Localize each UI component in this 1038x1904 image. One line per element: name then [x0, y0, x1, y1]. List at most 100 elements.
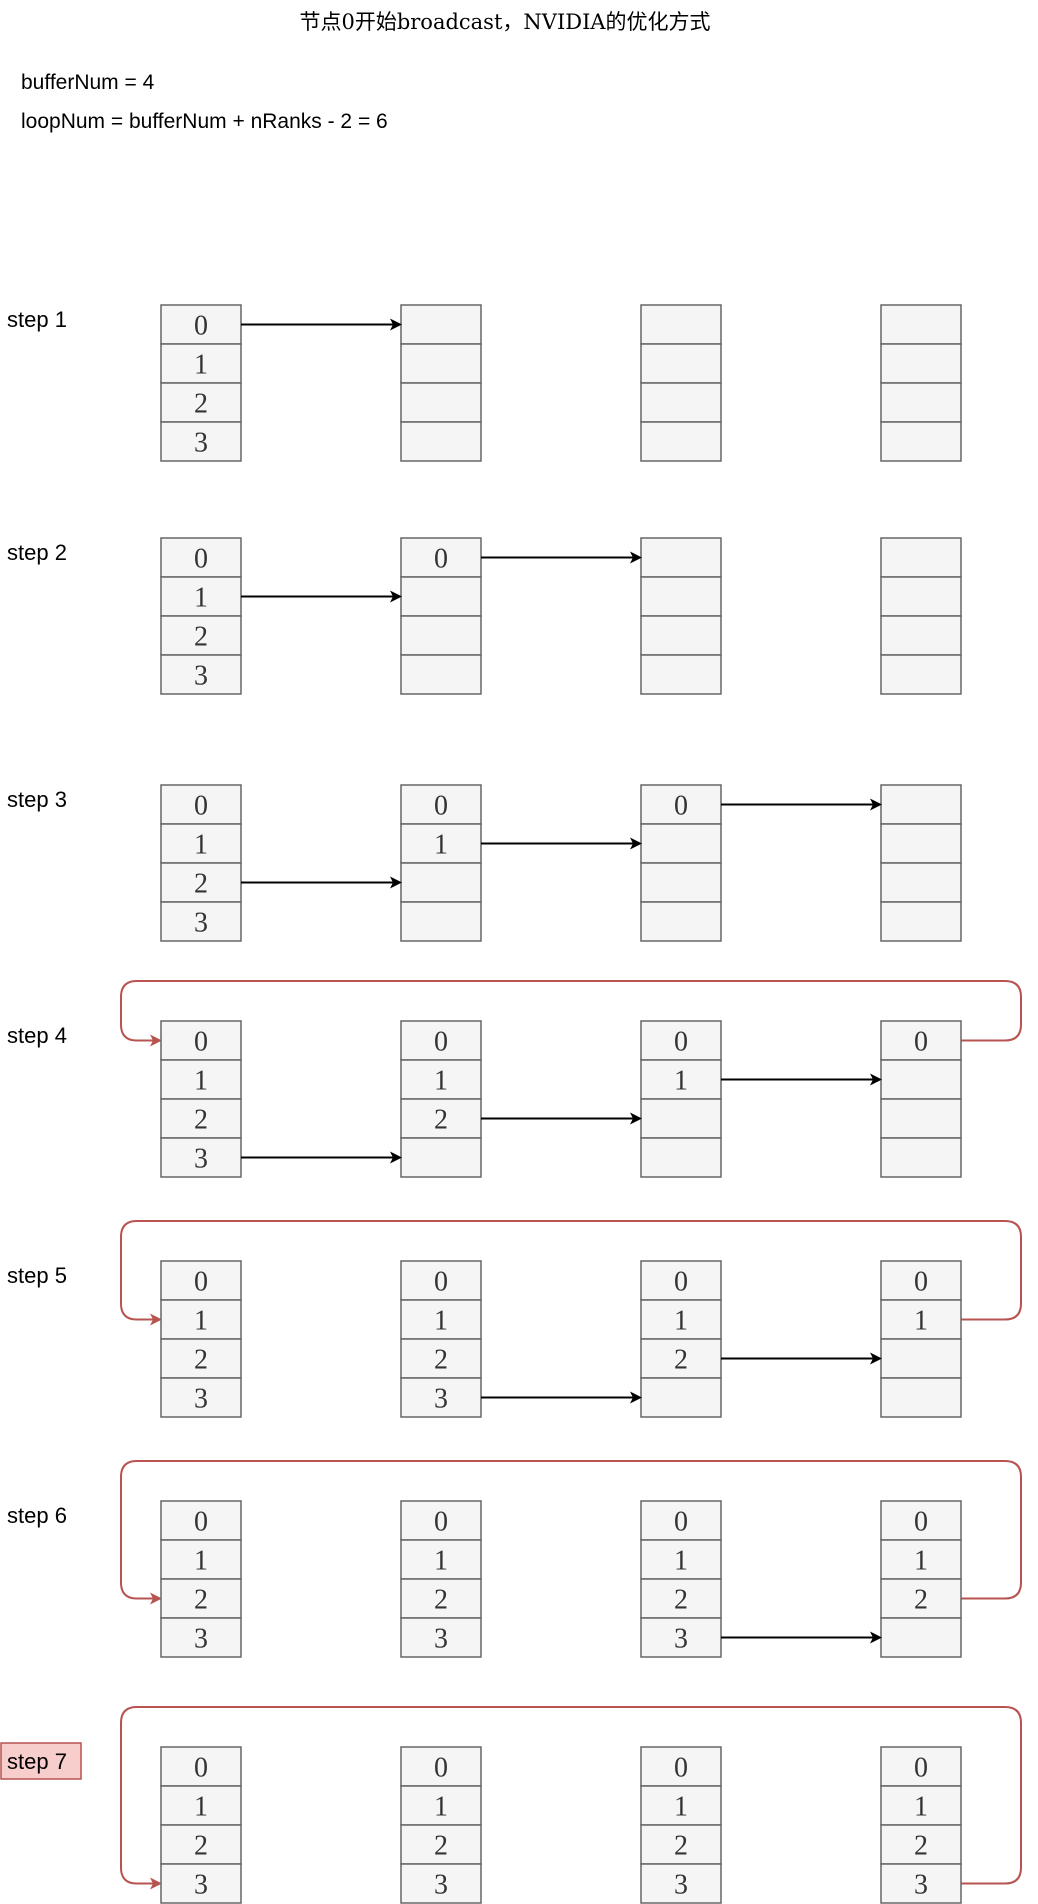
buffer-slot [400, 576, 482, 617]
buffer-slot [640, 421, 722, 462]
buffer-slot [880, 1338, 962, 1379]
slot-value: 2 [434, 1831, 448, 1862]
buffer-slot [640, 1539, 722, 1580]
rank-buffer: 0 [640, 784, 722, 942]
buffer-slot [880, 343, 962, 384]
slot-value: 2 [914, 1585, 928, 1616]
buffer-slot [400, 784, 482, 825]
buffer-slot [160, 304, 242, 345]
buffer-slot [640, 1260, 722, 1301]
buffer-slot [400, 823, 482, 864]
rank-buffer: 01 [880, 1260, 962, 1418]
buffer-slot [400, 304, 482, 345]
slot-value: 0 [434, 1753, 448, 1784]
slot-value: 0 [674, 1027, 688, 1058]
buffer-slot [880, 1539, 962, 1580]
buffer-slot [880, 1617, 962, 1658]
slot-value: 0 [194, 311, 208, 342]
buffer-slot [160, 901, 242, 942]
buffer-slot [880, 1785, 962, 1826]
slot-value: 2 [194, 1105, 208, 1136]
slot-value: 1 [674, 1306, 688, 1337]
buffer-slot [400, 1824, 482, 1865]
slot-value: 3 [434, 1624, 448, 1655]
slot-value: 3 [434, 1384, 448, 1415]
buffer-slot [400, 654, 482, 695]
slot-value: 1 [914, 1306, 928, 1337]
rank-buffer [640, 537, 722, 695]
buffer-slot [400, 421, 482, 462]
buffer-slot [880, 1500, 962, 1541]
buffer-slot [640, 615, 722, 656]
buffer-slot [160, 654, 242, 695]
ring-arrow [120, 1706, 1022, 1890]
buffer-slot [160, 1863, 242, 1904]
buffer-slot [640, 576, 722, 617]
slot-value: 3 [194, 1144, 208, 1175]
slot-value: 1 [434, 1546, 448, 1577]
slot-value: 0 [194, 1267, 208, 1298]
slot-value: 0 [434, 1027, 448, 1058]
buffer-slot [400, 901, 482, 942]
slot-value: 1 [194, 830, 208, 861]
buffer-slot [640, 343, 722, 384]
step-highlight-box [0, 1742, 82, 1780]
buffer-slot [160, 1020, 242, 1061]
buffer-slot [400, 382, 482, 423]
slot-value: 1 [194, 1306, 208, 1337]
buffer-slot [640, 901, 722, 942]
slot-value: 3 [194, 661, 208, 692]
slot-value: 3 [674, 1870, 688, 1901]
buffer-slot [160, 343, 242, 384]
slot-value: 1 [434, 1306, 448, 1337]
buffer-slot [400, 615, 482, 656]
slot-value: 1 [194, 583, 208, 614]
buffer-slot [400, 862, 482, 903]
buffer-slot [640, 382, 722, 423]
slot-value: 0 [434, 1267, 448, 1298]
buffer-slot [400, 1137, 482, 1178]
slot-value: 3 [194, 428, 208, 459]
slot-value: 2 [194, 869, 208, 900]
buffer-slot [640, 1863, 722, 1904]
rank-buffer: 012 [880, 1500, 962, 1658]
buffer-slot [160, 1338, 242, 1379]
slot-value: 0 [914, 1753, 928, 1784]
slot-value: 3 [434, 1870, 448, 1901]
slot-value: 2 [194, 389, 208, 420]
buffer-slot [880, 1137, 962, 1178]
slot-value: 3 [194, 1624, 208, 1655]
rank-buffer: 012 [400, 1020, 482, 1178]
buffer-slot [880, 654, 962, 695]
buffer-slot [640, 1500, 722, 1541]
slot-value: 0 [914, 1027, 928, 1058]
slot-value: 0 [434, 544, 448, 575]
buffer-slot [880, 784, 962, 825]
slot-value: 0 [914, 1507, 928, 1538]
buffer-slot [400, 343, 482, 384]
step-label: step 6 [7, 1503, 67, 1528]
buffer-slot [880, 1863, 962, 1904]
slot-value: 3 [194, 1384, 208, 1415]
buffer-slot [640, 1137, 722, 1178]
rank-buffer: 01 [640, 1020, 722, 1178]
loop-num-text: loopNum = bufferNum + nRanks - 2 = 6 [21, 110, 388, 133]
slot-value: 1 [434, 830, 448, 861]
slot-value: 0 [194, 544, 208, 575]
buffer-slot [400, 1617, 482, 1658]
rank-buffer [400, 304, 482, 462]
buffer-slot [640, 1299, 722, 1340]
slot-value: 3 [674, 1624, 688, 1655]
buffer-slot [880, 615, 962, 656]
rank-buffer: 012 [640, 1260, 722, 1418]
